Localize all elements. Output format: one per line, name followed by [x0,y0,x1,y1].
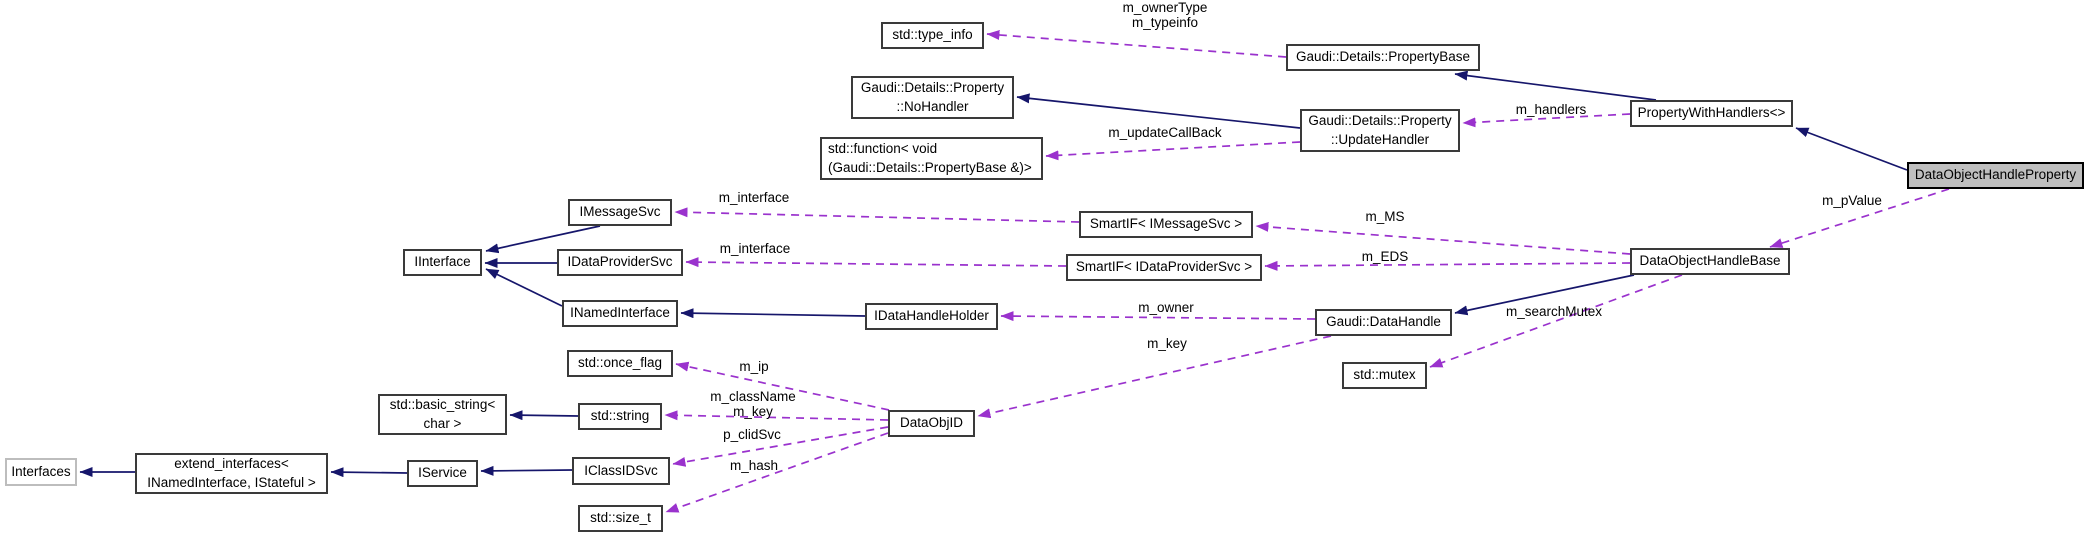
node-std-once-flag: std::once_flag [567,350,673,377]
edge-usage-dohp-dohb [1769,188,1950,248]
edge-usage-propertybase-typeinfo [986,29,1287,58]
node-extend-interfaces[interactable]: extend_interfaces< INamedInterface, ISta… [135,453,328,494]
node-interfaces-truncated: Interfaces [5,458,77,486]
node-gaudi-datahandle[interactable]: Gaudi::DataHandle [1315,309,1452,336]
edge-label-m-classname-m-key: m_className m_key [710,389,796,419]
node-dataobjecthandlebase[interactable]: DataObjectHandleBase [1630,248,1790,275]
edge-label-m-ms: m_MS [1365,209,1405,224]
node-dataobjecthandleproperty-current: DataObjectHandleProperty [1907,162,2084,189]
edge-inherit-iclassidsvc-iservice [480,465,573,476]
node-dataobjid[interactable]: DataObjID [888,410,975,437]
node-propertywithhandlers[interactable]: PropertyWithHandlers<> [1630,100,1793,127]
node-gaudi-details-propertybase[interactable]: Gaudi::Details::PropertyBase [1286,44,1480,71]
edge-usage-smartifms-imessagesvc [674,207,1080,223]
edge-label-m-ip: m_ip [739,359,769,374]
edge-inherit-string-basicstring [509,410,579,421]
node-std-mutex: std::mutex [1342,362,1427,389]
edge-label-m-eds: m_EDS [1361,249,1409,264]
edge-label-m-ownertype-m-typeinfo: m_ownerType m_typeinfo [1122,0,1208,30]
edge-label-m-searchmutex: m_searchMutex [1505,304,1603,319]
node-imessagesvc[interactable]: IMessageSvc [568,199,672,226]
edge-usage-smartifeds-idataprovidersvc [685,257,1067,268]
edge-label-m-owner: m_owner [1138,300,1194,315]
edge-usage-datahandle-dataobjid [977,335,1332,419]
edge-inherit-idatahandleholder-inamedinterface [680,308,866,319]
edge-inherit-dataobjecthandleproperty-propertywithhandlers [1795,127,1908,171]
edge-inherit-inamedinterface-iinterface [485,268,563,307]
node-idatahandleholder[interactable]: IDataHandleHolder [865,303,998,330]
edge-label-m-interface-1: m_interface [718,190,790,205]
edge-inherit-iservice-extendinterfaces [330,467,408,478]
node-iclassidsvc[interactable]: IClassIDSvc [572,457,670,485]
edge-usage-dohb-mutex [1429,274,1683,368]
node-std-function: std::function< void (Gaudi::Details::Pro… [820,137,1043,180]
edge-label-m-pvalue: m_pValue [1822,193,1882,208]
node-std-basic-string: std::basic_string< char > [378,394,507,435]
edge-inherit-updatehandler-nohandler [1016,93,1301,129]
edge-label-m-key-datahandle: m_key [1147,336,1187,351]
edge-inherit-dataobjecthandlebase-datahandle [1454,274,1635,316]
edge-usage-datahandle-idatahandleholder [1000,311,1316,322]
node-inamedinterface[interactable]: INamedInterface [562,300,678,327]
edge-usage-dohb-smartifeds [1264,260,1631,271]
node-gaudi-details-property-nohandler[interactable]: Gaudi::Details::Property ::NoHandler [851,76,1014,119]
node-smartif-imessagesvc[interactable]: SmartIF< IMessageSvc > [1079,211,1253,238]
edge-inherit-propertywithhandlers-propertybase [1454,70,1657,101]
edge-label-m-updatecallback: m_updateCallBack [1108,125,1222,140]
node-std-string: std::string [578,403,662,430]
node-gaudi-details-property-updatehandler[interactable]: Gaudi::Details::Property ::UpdateHandler [1300,109,1460,152]
edge-label-m-hash: m_hash [729,458,779,473]
edge-usage-dataobjid-sizet [665,432,889,513]
edge-label-p-clidsvc: p_clidSvc [723,427,781,442]
node-std-type-info: std::type_info [881,22,984,49]
edge-inherit-imessagesvc-iinterface [485,225,601,254]
node-std-size-t: std::size_t [578,505,663,532]
edge-label-m-handlers: m_handlers [1515,102,1587,117]
edge-usage-dataobjid-string [664,410,889,421]
node-idataprovidersvc[interactable]: IDataProviderSvc [557,249,683,276]
edge-usage-dohb-smartifms [1255,221,1631,255]
node-iinterface[interactable]: IInterface [403,249,482,276]
node-iservice[interactable]: IService [407,460,478,487]
edge-usage-updatehandler-stdfunction [1045,141,1301,161]
edge-label-m-interface-2: m_interface [719,241,791,256]
node-smartif-idataprovidersvc[interactable]: SmartIF< IDataProviderSvc > [1066,254,1262,281]
